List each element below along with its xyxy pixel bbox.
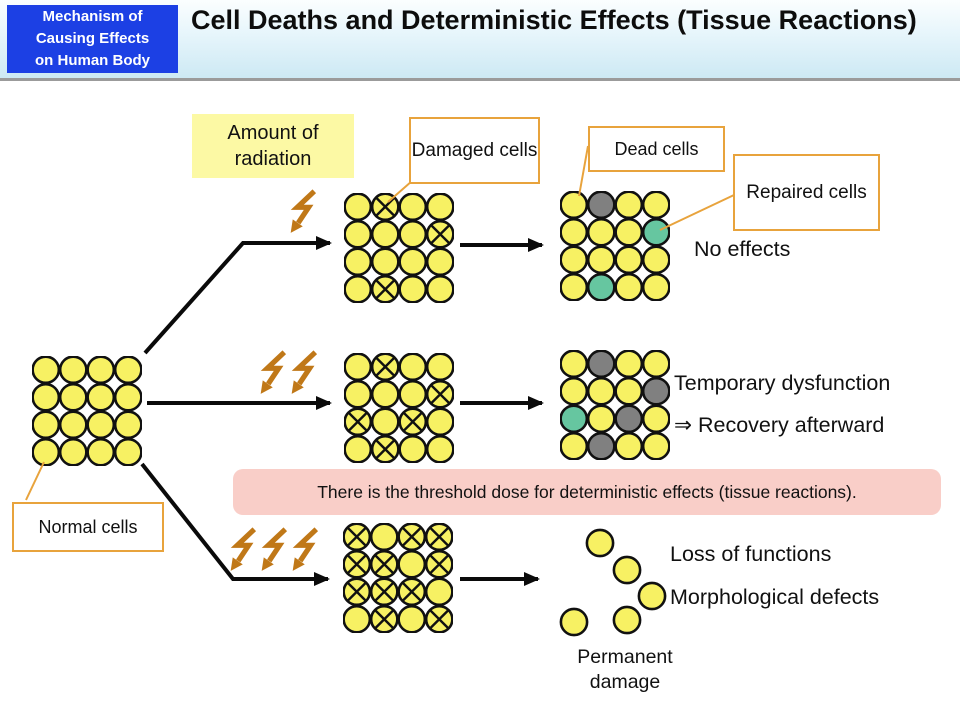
category-tag-line3: on Human Body [35,51,150,69]
damaged-cells-label: Damaged cells [409,117,540,184]
permanent-damage-caption: Permanent damage [577,646,673,694]
result-grid-low-dose [559,190,671,302]
damaged-grid-mid-dose [343,352,455,464]
result-grid-mid-dose [559,349,671,461]
threshold-note: There is the threshold dose for determin… [233,469,941,515]
radiation-bolts-row3 [225,526,319,576]
radiation-bolts-row1 [285,188,317,238]
branch-line-low-dose [143,236,332,355]
lightning-bolt-icon [290,189,317,233]
dead-cells-label: Dead cells [588,126,725,172]
header-bar: Mechanism of Causing Effects on Human Bo… [0,0,960,81]
damaged-grid-high-dose [342,522,454,634]
lightning-bolt-icon [291,350,318,394]
connector-dead-cells [578,145,589,197]
lightning-bolt-icon [292,527,319,571]
outcome-temporary-dysfunction: Temporary dysfunction [674,371,891,395]
category-tag-line1: Mechanism of [42,8,143,26]
lightning-bolt-icon [260,350,287,394]
category-tag: Mechanism of Causing Effects on Human Bo… [7,5,178,73]
lightning-bolt-icon [261,527,288,571]
outcome-loss-of-functions: Loss of functions [670,542,832,566]
amount-of-radiation-label: Amount of radiation [192,114,354,178]
outcome-no-effects: No effects [694,237,791,261]
lightning-bolt-icon [230,527,257,571]
scattered-cells [559,528,667,637]
connector-normal-cells [25,461,45,501]
page-title: Cell Deaths and Deterministic Effects (T… [191,5,917,35]
outcome-morphological-defects: Morphological defects [670,585,880,609]
repaired-cells-label: Repaired cells [733,154,880,231]
normal-cells-label: Normal cells [12,502,164,552]
connector-repaired-cells [659,194,735,231]
damaged-grid-low-dose [343,192,455,304]
radiation-bolts-row2 [255,349,318,399]
normal-cells-grid [31,355,143,467]
outcome-recovery-afterward: ⇒ Recovery afterward [674,413,885,437]
category-tag-line2: Causing Effects [35,30,150,48]
